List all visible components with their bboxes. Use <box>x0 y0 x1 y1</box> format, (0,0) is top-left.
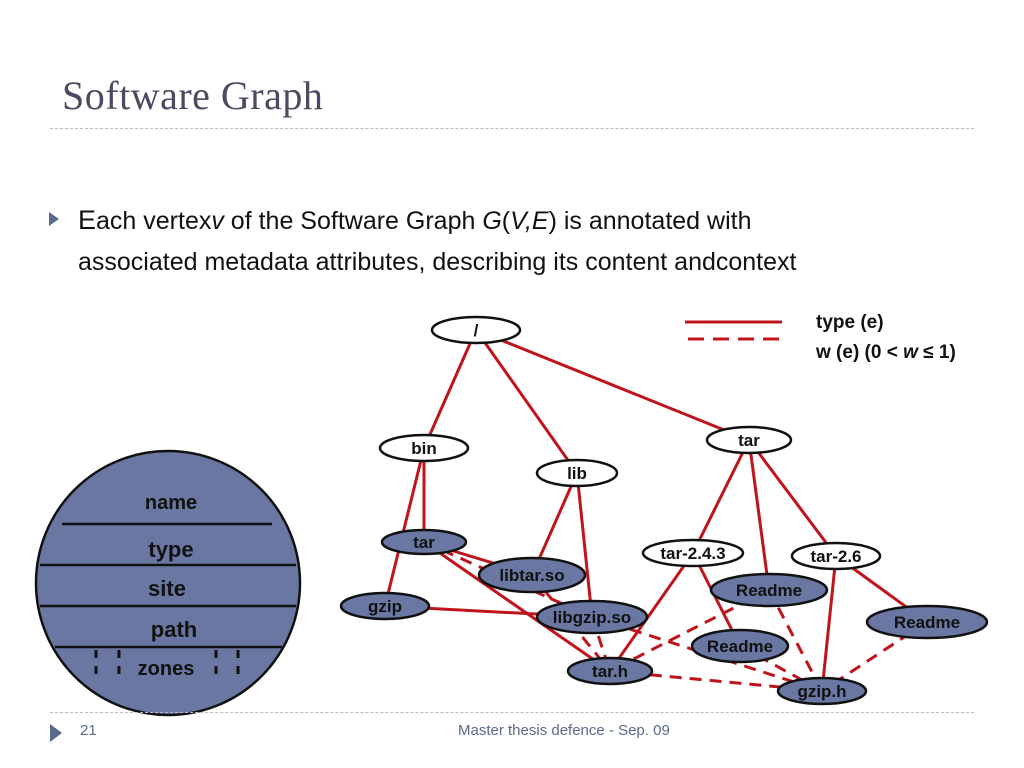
node-label: / <box>474 321 479 340</box>
graph-node-tar_dir: tar <box>705 425 793 455</box>
node-shape <box>535 599 649 635</box>
legend-type-label: type (e) <box>816 312 884 333</box>
type-edge-root-tar_dir <box>475 328 750 442</box>
weighted-edge-readme2-gziph <box>739 644 823 693</box>
node-label: gzip <box>368 597 402 616</box>
node-shape <box>709 572 829 608</box>
type-edge-lib-libgzip <box>575 472 594 618</box>
bullet-part-1: ach vertex <box>96 207 212 235</box>
node-shape <box>378 433 470 463</box>
field-path: path <box>151 617 197 642</box>
footer-arrow-icon <box>50 724 62 742</box>
legend-weight-label: w (e) (0 < w ≤ 1) <box>815 342 956 363</box>
bullet-var-v: v <box>211 207 224 235</box>
footer-divider <box>50 712 974 713</box>
field-type: type <box>148 537 193 562</box>
type-edge-tar_dir-tar26 <box>747 439 838 557</box>
type-edge-tar_dir-readme1 <box>747 439 771 591</box>
node-label: tar.h <box>592 662 628 681</box>
bullet-part-4: ) is annotated with associated metadata … <box>78 207 797 276</box>
bullet-initial: E <box>78 205 97 235</box>
legend-weight-prefix: w (e) (0 < <box>815 342 903 363</box>
bullet-triangle-icon <box>49 212 59 226</box>
slide-number: 21 <box>80 722 97 739</box>
type-edge-root-lib <box>474 329 579 474</box>
node-shape <box>380 528 468 556</box>
graph-node-libgzip: libgzip.so <box>535 599 649 635</box>
node-shape <box>477 556 587 594</box>
graph-node-tar243: tar-2.4.3 <box>641 538 745 568</box>
bullet-text: Each vertexv of the Software Graph G(V,E… <box>78 200 858 283</box>
node-label: libgzip.so <box>553 608 631 627</box>
node-shape <box>790 541 882 571</box>
node-label: bin <box>411 439 437 458</box>
node-shape <box>535 458 619 488</box>
node-label: gzip.h <box>797 682 846 701</box>
type-edge-tar26-gziph <box>820 555 838 692</box>
node-layer: / bin lib tar tar gzip libtar.so libgzip.so tar-… <box>339 315 989 706</box>
graph-node-readme2: Readme <box>690 628 790 664</box>
node-shape <box>339 591 431 621</box>
graph-node-root: / <box>430 315 522 345</box>
graph-node-lib: lib <box>535 458 619 488</box>
graph-node-readme1: Readme <box>709 572 829 608</box>
edge-legend: type (e) w (e) (0 < w ≤ 1) <box>685 312 956 363</box>
title-divider <box>50 128 974 129</box>
node-label: Readme <box>736 581 802 600</box>
type-edge-tar_dir-tar243 <box>691 439 751 554</box>
node-shape <box>690 628 790 664</box>
vertex-attribute-circle: name type site path zones <box>34 449 302 717</box>
node-shape <box>641 538 745 568</box>
type-edge-root-bin <box>422 329 478 449</box>
legend-weight-suffix: ≤ 1) <box>918 342 956 363</box>
node-label: tar <box>738 431 760 450</box>
bullet-part-3: ( <box>501 207 511 235</box>
graph-node-bin: bin <box>378 433 470 463</box>
edge-layer <box>383 328 928 693</box>
node-shape <box>430 315 522 345</box>
footer-caption: Master thesis defence - Sep. 09 <box>458 722 670 739</box>
node-label: Readme <box>707 637 773 656</box>
field-zones: zones <box>138 658 195 680</box>
type-edge-tar_bin-tarh <box>423 540 611 673</box>
weighted-edge-tarh-gziph <box>609 669 823 693</box>
node-shape <box>566 656 654 686</box>
field-site: site <box>148 576 186 601</box>
bullet-part-2: of the Software Graph <box>223 207 483 235</box>
node-label: tar <box>413 533 435 552</box>
vertex-circle-shape <box>34 449 302 717</box>
bullet-var-g: G <box>482 207 502 235</box>
node-label: Readme <box>894 613 960 632</box>
type-edge-bin-gzip <box>383 447 426 607</box>
graph-node-tar_bin: tar <box>380 528 468 556</box>
node-label: libtar.so <box>499 566 564 585</box>
node-shape <box>776 676 868 706</box>
legend-weight-var: w <box>903 342 919 363</box>
graph-node-readme3: Readme <box>865 604 989 640</box>
type-edge-tar243-tarh <box>608 552 695 672</box>
graph-node-libtar: libtar.so <box>477 556 587 594</box>
graph-node-gzip: gzip <box>339 591 431 621</box>
graph-node-tarh: tar.h <box>566 656 654 686</box>
node-label: tar-2.4.3 <box>660 544 725 563</box>
slide-title: Software Graph <box>62 73 324 118</box>
node-label: lib <box>567 464 587 483</box>
node-shape <box>705 425 793 455</box>
graph-node-gziph: gzip.h <box>776 676 868 706</box>
field-name: name <box>145 492 197 514</box>
node-label: tar-2.6 <box>810 547 861 566</box>
bullet-var-ve: V,E <box>510 207 549 235</box>
node-shape <box>865 604 989 640</box>
graph-node-tar26: tar-2.6 <box>790 541 882 571</box>
